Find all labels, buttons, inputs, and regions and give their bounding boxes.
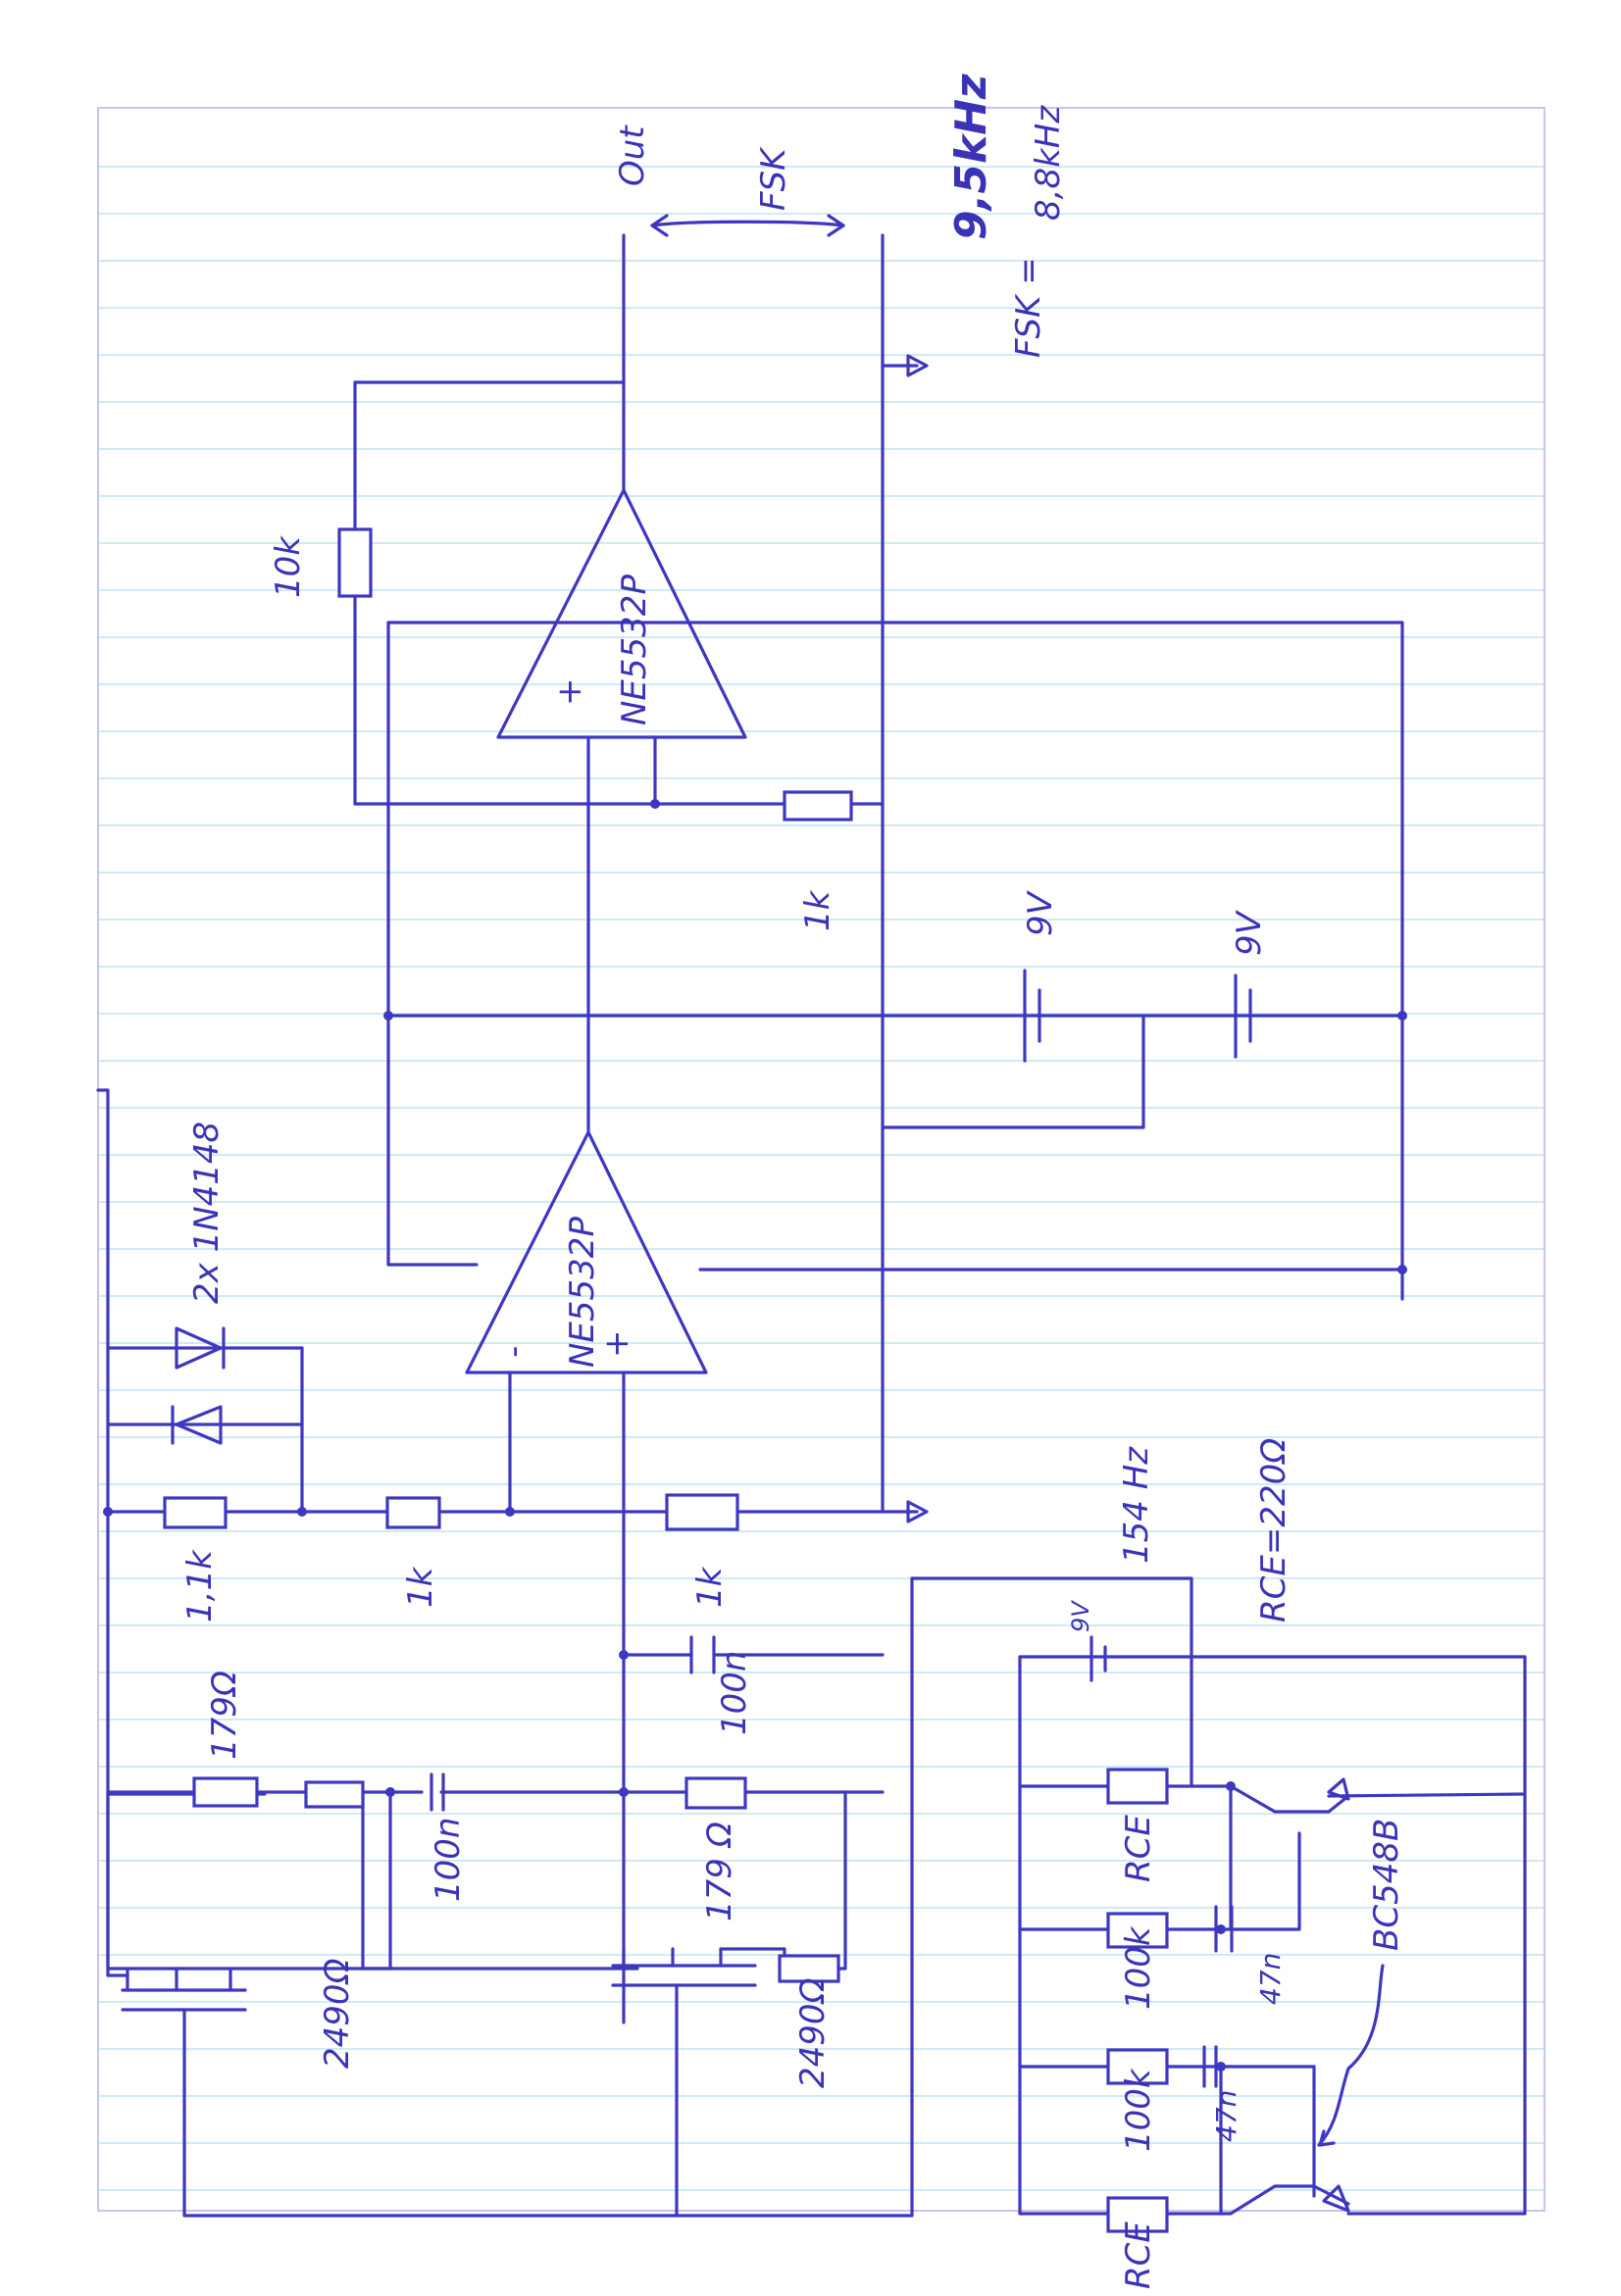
resistor-2490-left xyxy=(304,1780,365,1809)
resistor-rce-1 xyxy=(1106,1768,1169,1805)
resistor-179-right xyxy=(684,1776,747,1810)
label-opamp-top: NE5532P xyxy=(615,574,654,725)
resistor-10k xyxy=(337,527,373,598)
resistor-2490-right xyxy=(778,1954,840,1983)
resistor-100k-2 xyxy=(1106,2048,1169,2085)
label-r-2490-right: 2490Ω xyxy=(793,1977,833,2088)
resistor-179-top xyxy=(192,1776,259,1808)
page-frame xyxy=(97,107,1545,2212)
resistor-1k-feedback xyxy=(783,790,853,822)
label-fsk-value-2: 8,8kHz xyxy=(1029,105,1068,221)
wiring xyxy=(96,214,1527,2218)
label-r-10k: 10k xyxy=(269,535,308,598)
label-out: Out xyxy=(613,125,652,186)
label-rce-2: RCE xyxy=(1119,2221,1158,2289)
label-freq-154: 154 Hz xyxy=(1117,1446,1156,1564)
label-r-1k-mid: 1k xyxy=(401,1566,440,1608)
label-fsk-eq: FSK = xyxy=(1009,257,1048,358)
label-rce-1: RCE xyxy=(1119,1815,1158,1882)
label-opamp-bottom-plus: + xyxy=(597,1330,636,1359)
label-r-1k-right: 1k xyxy=(690,1566,730,1608)
label-cap-100n-right: 100n xyxy=(715,1651,754,1735)
label-diodes: 2x 1N4148 xyxy=(187,1122,227,1304)
resistor-rce-2 xyxy=(1106,2196,1169,2233)
label-battery-2: 9V xyxy=(1230,909,1269,956)
label-rce-eq: RCE=220Ω xyxy=(1254,1438,1293,1622)
label-cap-100n-left: 100n xyxy=(429,1818,468,1902)
resistor-1k-right xyxy=(665,1493,739,1531)
label-opamp-bottom: NE5532P xyxy=(563,1217,602,1368)
label-r-179-top: 179Ω xyxy=(205,1671,244,1760)
resistors xyxy=(163,527,1169,2233)
label-r-100k-2: 100k xyxy=(1119,2068,1158,2152)
junction-dots xyxy=(103,799,1407,2071)
resistor-100k-1 xyxy=(1106,1912,1169,1949)
label-r-100k-1: 100k xyxy=(1119,1925,1158,2010)
label-fsk-value-1: 9,5kHz xyxy=(946,74,996,240)
label-opamp-top-plus: + xyxy=(550,678,589,707)
label-osc-9v: 9V xyxy=(1067,1600,1094,1632)
resistor-1k-mid xyxy=(385,1496,441,1529)
label-r-179-right: 179 Ω xyxy=(700,1822,739,1922)
label-fsk-arrow: FSK xyxy=(754,146,793,211)
label-battery-1: 9V xyxy=(1021,889,1060,936)
resistor-1-1k xyxy=(163,1496,228,1529)
label-r-2490-left: 2490Ω xyxy=(318,1958,357,2069)
label-cap-47n-1: 47n xyxy=(1254,1953,1287,2005)
label-transistor: BC548B xyxy=(1367,1819,1406,1951)
label-cap-47n-2: 47n xyxy=(1210,2090,1242,2142)
label-r-1k-feedback: 1k xyxy=(798,889,837,931)
label-opamp-bottom-minus: - xyxy=(494,1346,533,1358)
notebook-grid-lines xyxy=(98,166,1545,2191)
label-r-1-1k: 1,1k xyxy=(180,1549,220,1622)
